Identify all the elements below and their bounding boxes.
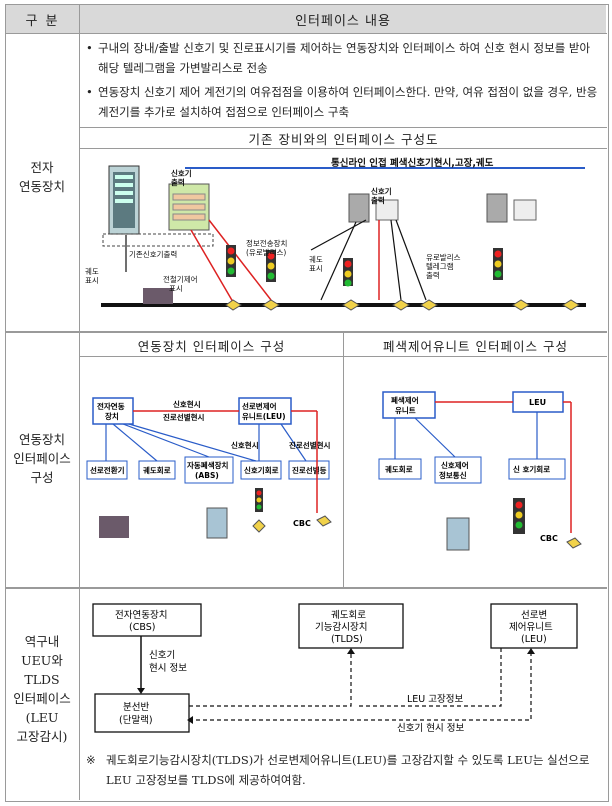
svg-text:기존신호기출력: 기존신호기출력 bbox=[129, 249, 177, 259]
svg-text:LEU 고장정보: LEU 고장정보 bbox=[407, 694, 463, 705]
svg-text:(CBS): (CBS) bbox=[129, 622, 155, 633]
svg-text:CBC: CBC bbox=[540, 534, 558, 543]
svg-text:신호현시: 신호현시 bbox=[173, 399, 201, 409]
svg-text:출력: 출력 bbox=[426, 270, 440, 280]
svg-text:CBC: CBC bbox=[293, 519, 311, 528]
row2-label: 연동장치 인터페이스 구성 bbox=[13, 432, 71, 485]
svg-text:궤도회로: 궤도회로 bbox=[385, 464, 413, 474]
bullet-2: • 연동장치 신호기 제어 계전기의 여유접점을 이용하여 인터페이스한다. 만… bbox=[86, 85, 598, 119]
svg-text:신호현시: 신호현시 bbox=[231, 440, 259, 450]
svg-text:현시 정보: 현시 정보 bbox=[149, 663, 187, 674]
svg-text:분선반: 분선반 bbox=[123, 702, 149, 713]
diagram-title: 기존 장비와의 인터페이스 구성도 bbox=[248, 131, 439, 147]
svg-text:LEU: LEU bbox=[529, 398, 546, 407]
svg-text:유로발리스: 유로발리스 bbox=[426, 253, 461, 262]
svg-text:(LEU): (LEU) bbox=[521, 634, 547, 645]
row2-left-title: 연동장치 인터페이스 구성 bbox=[137, 338, 286, 354]
block-control-interface-diagram: 폐색제어 유니트 LEU 궤도회로 신호제어 정보통신 신 호기회로 CBC bbox=[378, 391, 582, 551]
svg-text:표시: 표시 bbox=[169, 284, 183, 293]
svg-text:(유로발리스): (유로발리스) bbox=[246, 248, 286, 257]
svg-text:폐색제어: 폐색제어 bbox=[391, 395, 419, 405]
svg-text:유니트: 유니트 bbox=[395, 405, 416, 415]
svg-text:자동폐색장치: 자동폐색장치 bbox=[187, 460, 228, 470]
svg-text:선로전환기: 선로전환기 bbox=[90, 465, 125, 475]
svg-text:기능감시장치: 기능감시장치 bbox=[315, 621, 367, 633]
svg-text:궤도회로: 궤도회로 bbox=[331, 610, 366, 621]
svg-text:진로선별현시: 진로선별현시 bbox=[289, 440, 330, 450]
svg-text:유니트(LEU): 유니트(LEU) bbox=[242, 411, 286, 421]
svg-text:신호기: 신호기 bbox=[149, 650, 175, 661]
svg-text:진로선별등: 진로선별등 bbox=[292, 465, 327, 475]
svg-text:정보통신: 정보통신 bbox=[439, 470, 467, 480]
svg-text:궤도회로: 궤도회로 bbox=[143, 465, 171, 475]
svg-text:장치: 장치 bbox=[105, 411, 119, 421]
svg-text:(ABS): (ABS) bbox=[195, 471, 219, 480]
svg-text:제어유니트: 제어유니트 bbox=[509, 622, 553, 633]
svg-text:진로선별현시: 진로선별현시 bbox=[163, 412, 204, 422]
svg-text:표시: 표시 bbox=[85, 276, 99, 285]
svg-text:출력: 출력 bbox=[371, 195, 385, 205]
interlock-interface-diagram: 전자연동 장치 선로변제어 유니트(LEU) 신호현시 진로선별현시 선로전환기… bbox=[86, 397, 332, 539]
svg-text:텔레그램: 텔레그램 bbox=[426, 261, 454, 271]
svg-text:전자연동: 전자연동 bbox=[97, 401, 125, 411]
svg-text:전철기제어: 전철기제어 bbox=[163, 274, 198, 284]
svg-text:전자연동장치: 전자연동장치 bbox=[115, 609, 167, 621]
svg-text:궤도: 궤도 bbox=[85, 267, 99, 276]
header-col1: 구 분 bbox=[6, 5, 79, 33]
row3-note: ※ 궤도회로기능감시장치(TLDS)가 선로변제어유니트(LEU)를 고장감지할… bbox=[86, 753, 590, 787]
svg-text:(TLDS): (TLDS) bbox=[331, 634, 363, 645]
svg-text:선로변: 선로변 bbox=[521, 610, 547, 621]
row2-right-title: 폐색제어유니트 인터페이스 구성 bbox=[383, 338, 568, 354]
svg-text:선로변제어: 선로변제어 bbox=[242, 401, 277, 411]
svg-text:신호기회로: 신호기회로 bbox=[244, 465, 279, 475]
tlds-interface-diagram: 전자연동장치 (CBS) 궤도회로 기능감시장치 (TLDS) 선로변 제어유니… bbox=[92, 603, 578, 734]
row1-label: 전자 연동장치 bbox=[18, 160, 65, 194]
svg-text:통신라인 인접 폐색신호기현시,고장,궤도: 통신라인 인접 폐색신호기현시,고장,궤도 bbox=[331, 157, 494, 169]
svg-text:출력: 출력 bbox=[171, 177, 185, 187]
svg-text:신 호기회로: 신 호기회로 bbox=[513, 464, 550, 474]
svg-text:(단말랙): (단말랙) bbox=[119, 714, 153, 726]
svg-text:신호기: 신호기 bbox=[371, 186, 392, 196]
row3-label: 역구내 UEU와 TLDS 인터페이스 (LEU 고장감시) bbox=[13, 634, 71, 744]
svg-text:신호기 현시 정보: 신호기 현시 정보 bbox=[397, 723, 464, 734]
svg-text:정보전송장치: 정보전송장치 bbox=[246, 238, 287, 248]
svg-text:궤도: 궤도 bbox=[309, 255, 323, 264]
svg-text:표시: 표시 bbox=[309, 264, 323, 273]
svg-text:신호제어: 신호제어 bbox=[441, 460, 469, 470]
existing-equipment-diagram: 통신라인 인접 폐색신호기현시,고장,궤도 신호기 출력 기존신호기출력 신호기… bbox=[85, 157, 586, 311]
svg-text:신호기: 신호기 bbox=[171, 168, 192, 178]
bullet-1: • 구내의 장내/출발 신호기 및 진로표시기를 제어하는 연동장치와 인터페이… bbox=[86, 41, 591, 75]
header-col2: 인터페이스 내용 bbox=[80, 5, 606, 33]
